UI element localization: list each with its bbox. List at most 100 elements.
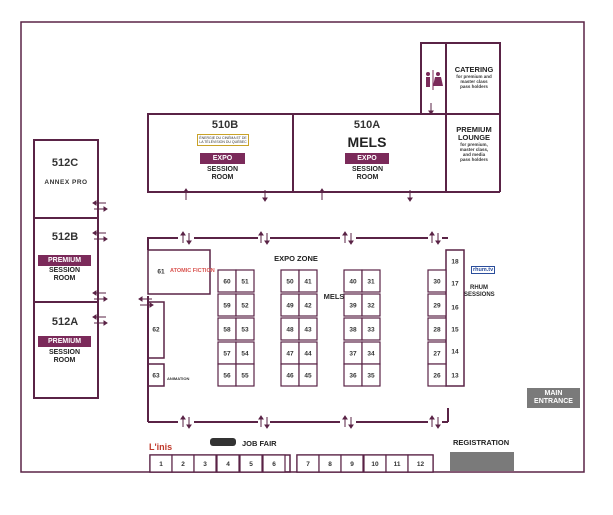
job-booth-7-number: 7 — [306, 461, 310, 468]
door-arrow-head — [92, 290, 97, 296]
room-512b-id: 512B — [51, 231, 79, 243]
room-510b-line-1: SESSION — [206, 166, 239, 173]
job-booth-12-cell[interactable] — [407, 454, 434, 473]
job-booth-12-number: 12 — [417, 461, 425, 468]
door-arrow-head — [428, 110, 434, 115]
booth-32-cell[interactable] — [361, 293, 381, 317]
rhum-sessions-label: RHUM SESSIONS — [464, 285, 495, 299]
booth-42-number: 42 — [304, 303, 312, 310]
lounge-title-1: PREMIUM — [456, 125, 492, 134]
room-510a-brand: MELS — [347, 134, 387, 150]
booth-48-number: 48 — [286, 327, 294, 334]
room-512b-tag: PREMIUM — [38, 255, 91, 266]
booth-46-number: 46 — [286, 373, 294, 380]
booth-42-cell[interactable] — [298, 293, 318, 317]
job-fair-logo-icon — [210, 438, 236, 446]
job-booth-6-number: 6 — [272, 461, 276, 468]
booth-43-cell[interactable] — [298, 317, 318, 341]
booth-51-number: 51 — [241, 279, 249, 286]
booth-33-number: 33 — [367, 327, 375, 334]
booth-52-number: 52 — [241, 303, 249, 310]
job-booth-4-cell[interactable] — [216, 454, 240, 473]
booth-35-cell[interactable] — [361, 363, 381, 387]
job-booth-1-number: 1 — [159, 461, 163, 468]
booth-45-cell[interactable] — [298, 363, 318, 387]
catering-title: CATERING — [454, 65, 494, 74]
booth-34-number: 34 — [367, 351, 375, 358]
booth-61-number: 61 — [157, 269, 165, 276]
door-arrow-head — [186, 240, 192, 245]
job-booth-9-cell[interactable] — [340, 454, 364, 473]
door-arrow-head — [186, 424, 192, 429]
room-510a-label: SESSION ROOM — [340, 166, 395, 182]
door-arrow-head — [407, 197, 413, 202]
booth-57-number: 57 — [223, 351, 231, 358]
room-510b-logo: ÉNERGIE DU CINÉMA ET DE LA TÉLÉVISION DU… — [197, 134, 249, 146]
door-arrow-head — [348, 240, 354, 245]
booth-38-number: 38 — [349, 327, 357, 334]
room-510a-line-1: SESSION — [351, 166, 384, 173]
rhum-line-2: SESSIONS — [464, 292, 495, 298]
room-510b-id: 510B — [211, 119, 239, 131]
booth-35-number: 35 — [367, 373, 375, 380]
job-booth-5-number: 5 — [249, 461, 253, 468]
booth-30-cell[interactable] — [427, 269, 447, 293]
entrance-line-2: ENTRANCE — [534, 398, 573, 405]
main-entrance: MAIN ENTRANCE — [527, 388, 580, 408]
booth-31-cell[interactable] — [361, 269, 381, 293]
room-512a-label: SESSION ROOM — [38, 349, 91, 365]
door-arrow-head — [92, 200, 97, 206]
restroom-icon — [426, 70, 443, 90]
booth-55-cell[interactable] — [235, 363, 255, 387]
booth-28-number: 28 — [433, 327, 441, 334]
job-booth-5-cell[interactable] — [239, 454, 263, 473]
booth-52-cell[interactable] — [235, 293, 255, 317]
booth-16-number: 16 — [451, 305, 459, 312]
job-fair-label: JOB FAIR — [242, 439, 277, 448]
booth-33-cell[interactable] — [361, 317, 381, 341]
booth-54-number: 54 — [241, 351, 249, 358]
door-arrow-head — [264, 424, 270, 429]
job-booth-3-cell[interactable] — [193, 454, 217, 473]
booth-58-number: 58 — [223, 327, 231, 334]
door-arrow-head — [180, 415, 186, 420]
door-arrow-head — [342, 231, 348, 236]
door-arrow-head — [319, 188, 325, 193]
booth-32-number: 32 — [367, 303, 375, 310]
job-booth-11-number: 11 — [394, 461, 401, 468]
job-booth-2-number: 2 — [181, 461, 185, 468]
booth-17-number: 17 — [451, 281, 459, 288]
room-510-block — [147, 113, 447, 193]
lounge-title-2: LOUNGE — [457, 133, 491, 142]
booth-29-cell[interactable] — [427, 293, 447, 317]
booth-14-number: 14 — [451, 349, 459, 356]
booth-37-number: 37 — [349, 351, 357, 358]
job-booth-6-cell[interactable] — [262, 454, 286, 473]
door-arrow-head — [435, 424, 441, 429]
booth-60-number: 60 — [223, 279, 231, 286]
door-arrow-head — [92, 230, 97, 236]
booth-40-number: 40 — [349, 279, 357, 286]
booth-51-cell[interactable] — [235, 269, 255, 293]
door-arrow-head — [429, 415, 435, 420]
registration-desk — [450, 452, 514, 471]
booth-53-cell[interactable] — [235, 317, 255, 341]
booth-41-cell[interactable] — [298, 269, 318, 293]
room-510b-label: SESSION ROOM — [195, 166, 250, 182]
booth-63-number: 63 — [152, 373, 160, 380]
booth-26-cell[interactable] — [427, 363, 447, 387]
rhum-logo: rhum.tv — [471, 266, 496, 274]
booth-15-number: 15 — [451, 327, 459, 334]
booth-30-number: 30 — [433, 279, 441, 286]
booth-47-number: 47 — [286, 351, 294, 358]
booth-49-number: 49 — [286, 303, 294, 310]
booth-28-cell[interactable] — [427, 317, 447, 341]
lounge-line-2: master class, — [459, 147, 489, 152]
booth-50-number: 50 — [286, 279, 294, 286]
booth-59-number: 59 — [223, 303, 231, 310]
expo-zone-label: EXPO ZONE — [274, 254, 318, 263]
door-arrow-head — [348, 424, 354, 429]
door-arrow-head — [258, 415, 264, 420]
